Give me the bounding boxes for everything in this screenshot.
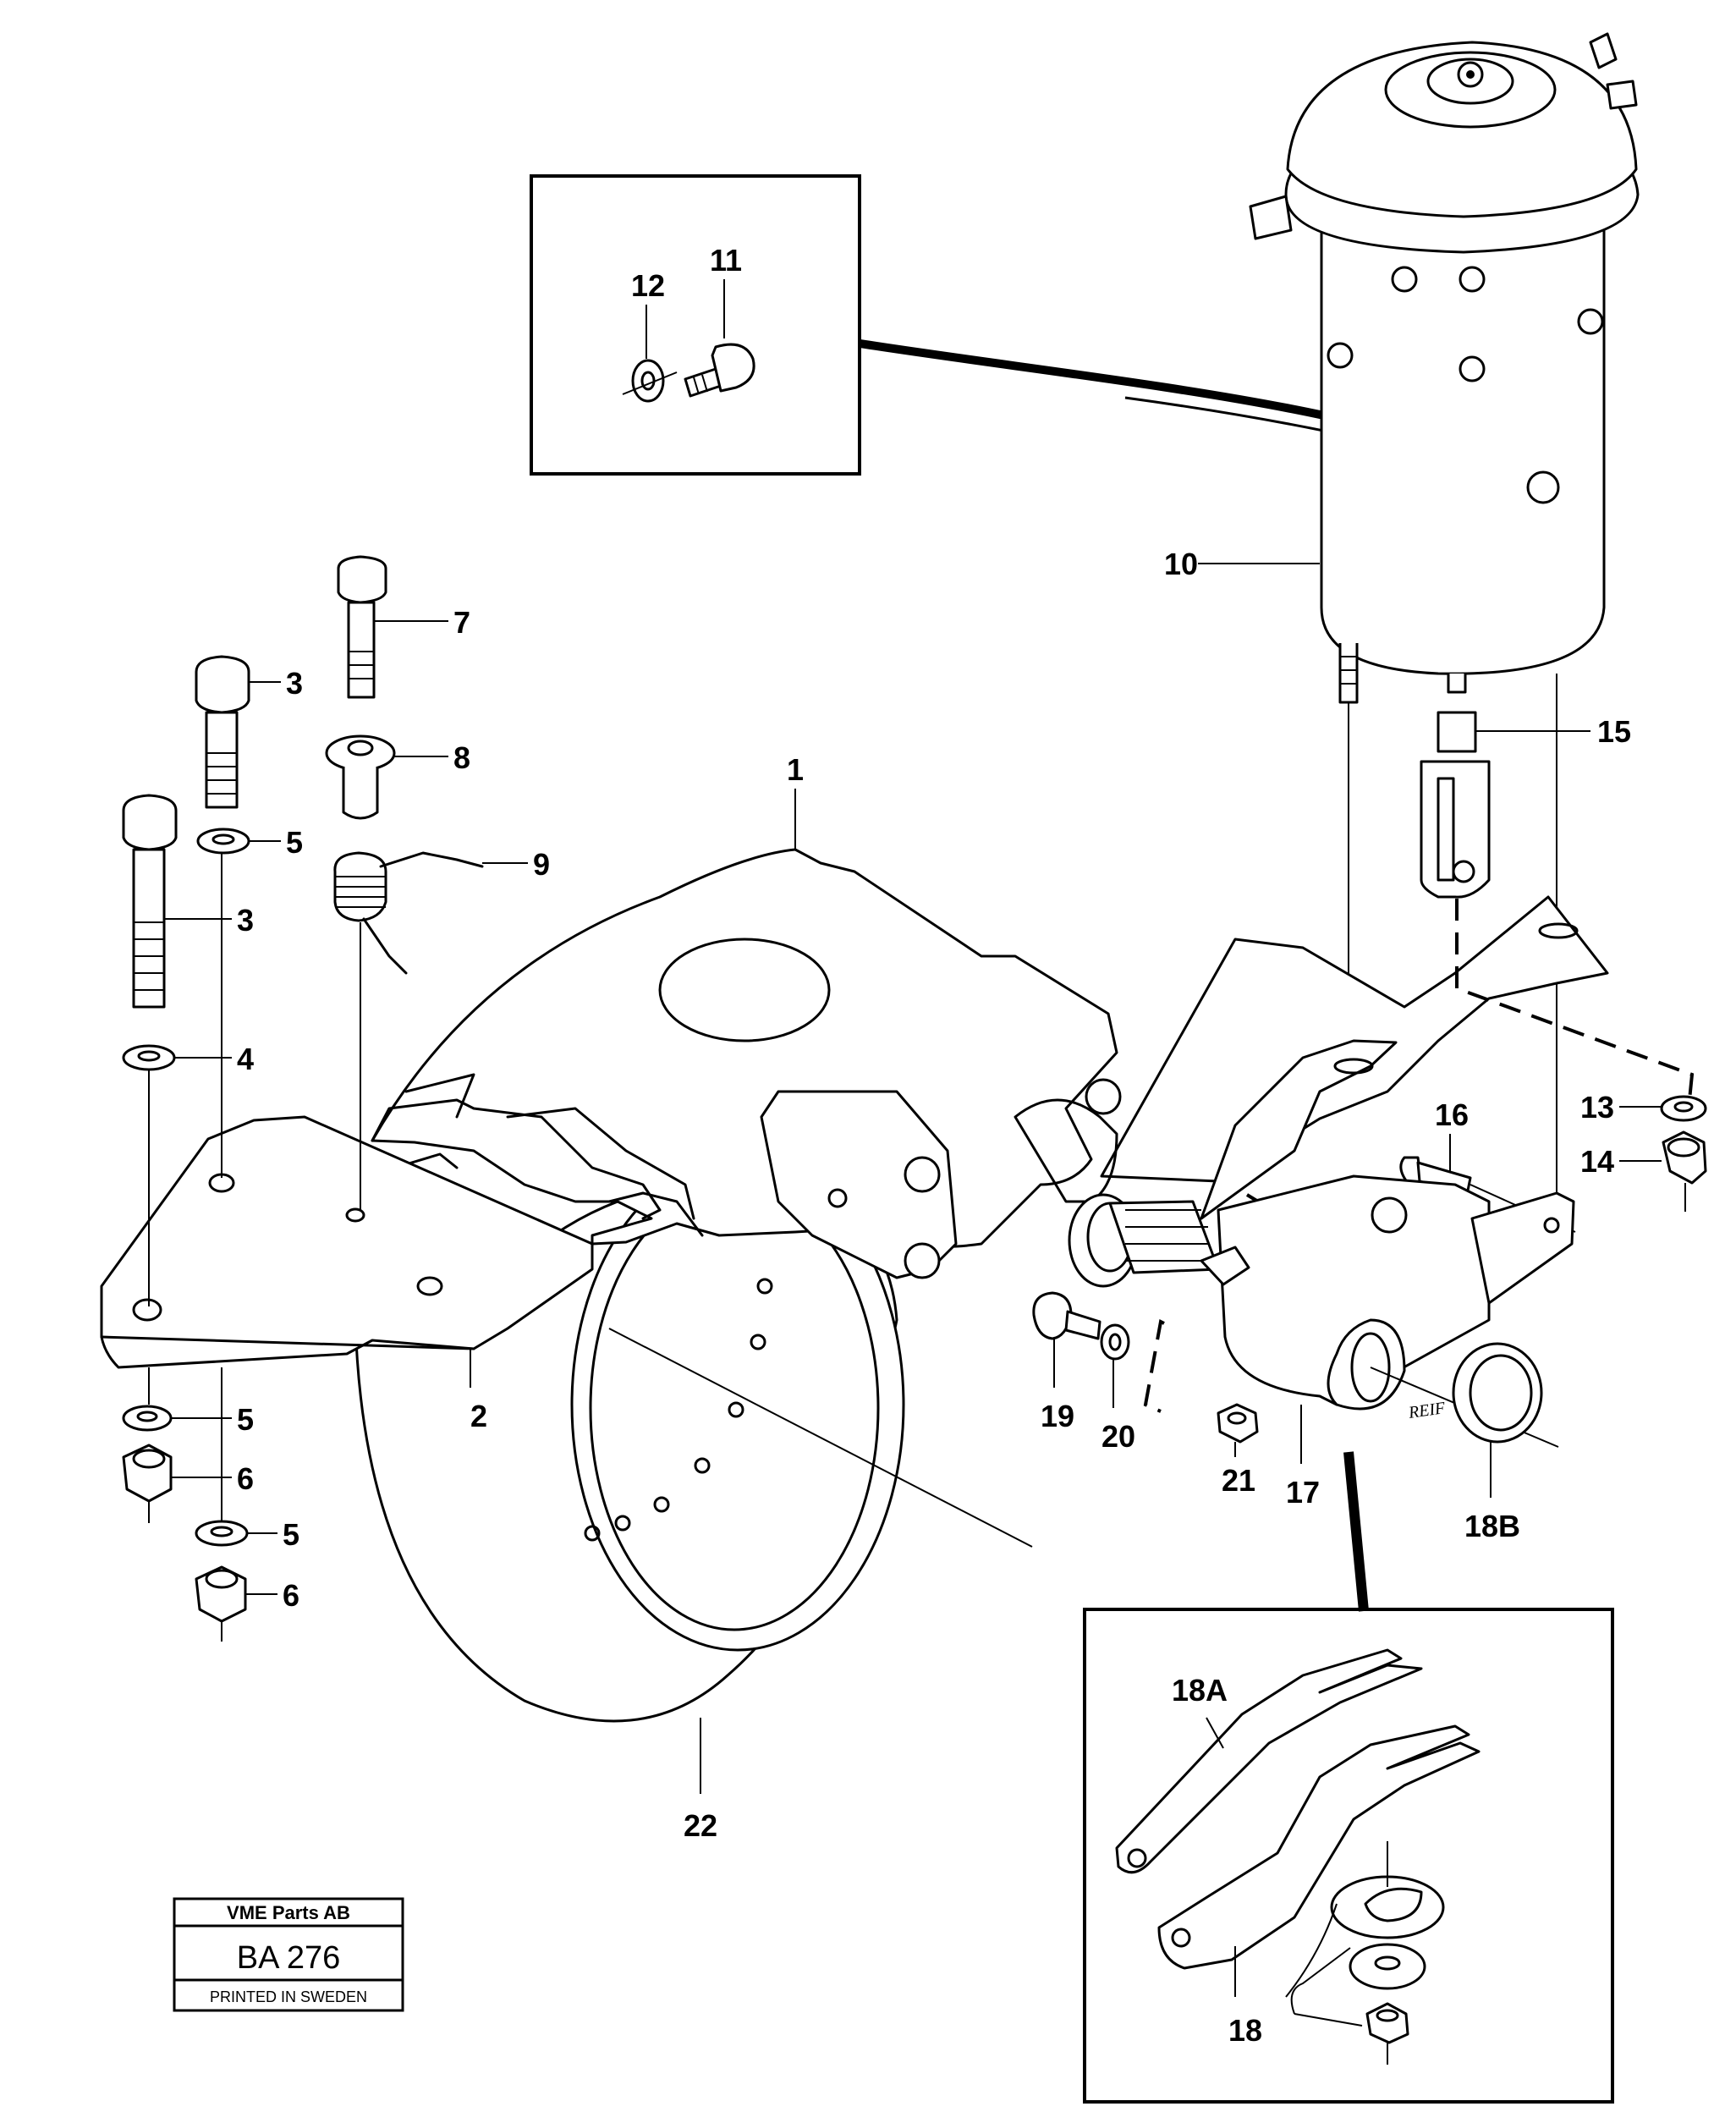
callout-5-upper: 5 [286, 825, 303, 860]
callout-8: 8 [453, 740, 470, 775]
washer-5-lower [195, 1520, 249, 1547]
clevis-15 [1420, 711, 1491, 899]
callout-11: 11 [710, 243, 742, 278]
callout-10: 10 [1164, 547, 1198, 581]
washer-18-small [1349, 1943, 1426, 1990]
washer-18b [1452, 1342, 1543, 1444]
washer-13 [1660, 1095, 1707, 1122]
spring-9 [333, 851, 484, 975]
adjuster-lever-18a-second [1157, 1724, 1481, 1970]
callout-17: 17 [1286, 1475, 1320, 1510]
callout-18A: 18A [1172, 1673, 1228, 1708]
detail-inset-bottom: 18A 18 [1083, 1451, 1614, 2104]
callout-5-lower: 5 [283, 1517, 299, 1552]
callout-19: 19 [1041, 1399, 1074, 1433]
washer-5-middle [122, 1405, 173, 1432]
callout-5-middle: 5 [237, 1402, 254, 1437]
callout-13: 13 [1580, 1090, 1614, 1125]
brake-caliper-1 [371, 848, 1250, 1288]
slack-adjuster-17: REIF [1217, 1174, 1575, 1448]
callout-6-lower: 6 [283, 1578, 299, 1613]
bolt-7 [337, 555, 387, 699]
stamp-code: BA 276 [237, 1940, 341, 1976]
washer-5-upper [196, 828, 250, 855]
callout-6-upper: 6 [237, 1461, 254, 1496]
nut-21 [1217, 1403, 1259, 1444]
parts-stamp: VME Parts AB BA 276 PRINTED IN SWEDEN [173, 1897, 404, 2012]
callout-22: 22 [684, 1808, 717, 1843]
bolt-11-drawing [684, 343, 755, 398]
callout-18B: 18B [1464, 1509, 1520, 1543]
callout-1: 1 [787, 752, 804, 787]
nut-6-upper [122, 1444, 173, 1503]
callout-21: 21 [1222, 1463, 1255, 1498]
washer-20 [1100, 1323, 1130, 1361]
callout-7: 7 [453, 605, 470, 640]
assembly-dashed-line [1455, 899, 1695, 1109]
chamber-bracket [1100, 895, 1609, 1220]
stamp-company: VME Parts AB [227, 1902, 350, 1923]
detail-inset-top: 12 11 [530, 174, 861, 476]
callout-9: 9 [533, 847, 550, 882]
washer-18-large [1330, 1841, 1445, 1939]
nut-14 [1662, 1130, 1707, 1212]
callout-14: 14 [1580, 1144, 1614, 1179]
screw-19 [1032, 1291, 1101, 1340]
adjuster-lever-18a [1115, 1648, 1423, 1874]
brake-chamber-10 [1249, 32, 1640, 1202]
callout-2: 2 [470, 1399, 487, 1433]
nut-6-lower [195, 1565, 247, 1623]
callout-18: 18 [1228, 2013, 1262, 2048]
callout-12: 12 [631, 268, 665, 303]
callout-3-upper: 3 [286, 666, 303, 701]
anchor-plate-2 [100, 1115, 594, 1369]
callout-16: 16 [1435, 1097, 1469, 1132]
bolt-3-lower [122, 794, 178, 1009]
bushing-8 [325, 734, 396, 820]
callout-15: 15 [1597, 714, 1631, 749]
bolt-3-upper [195, 655, 250, 809]
stamp-footer: PRINTED IN SWEDEN [210, 1988, 367, 2005]
nut-18 [1365, 2002, 1409, 2065]
callout-4: 4 [237, 1042, 254, 1076]
part-marking-reif: REIF [1407, 1399, 1448, 1422]
callout-20: 20 [1101, 1419, 1135, 1454]
washer-12-drawing [622, 359, 678, 403]
washer-4 [122, 1044, 176, 1071]
callout-3-lower: 3 [237, 903, 254, 938]
